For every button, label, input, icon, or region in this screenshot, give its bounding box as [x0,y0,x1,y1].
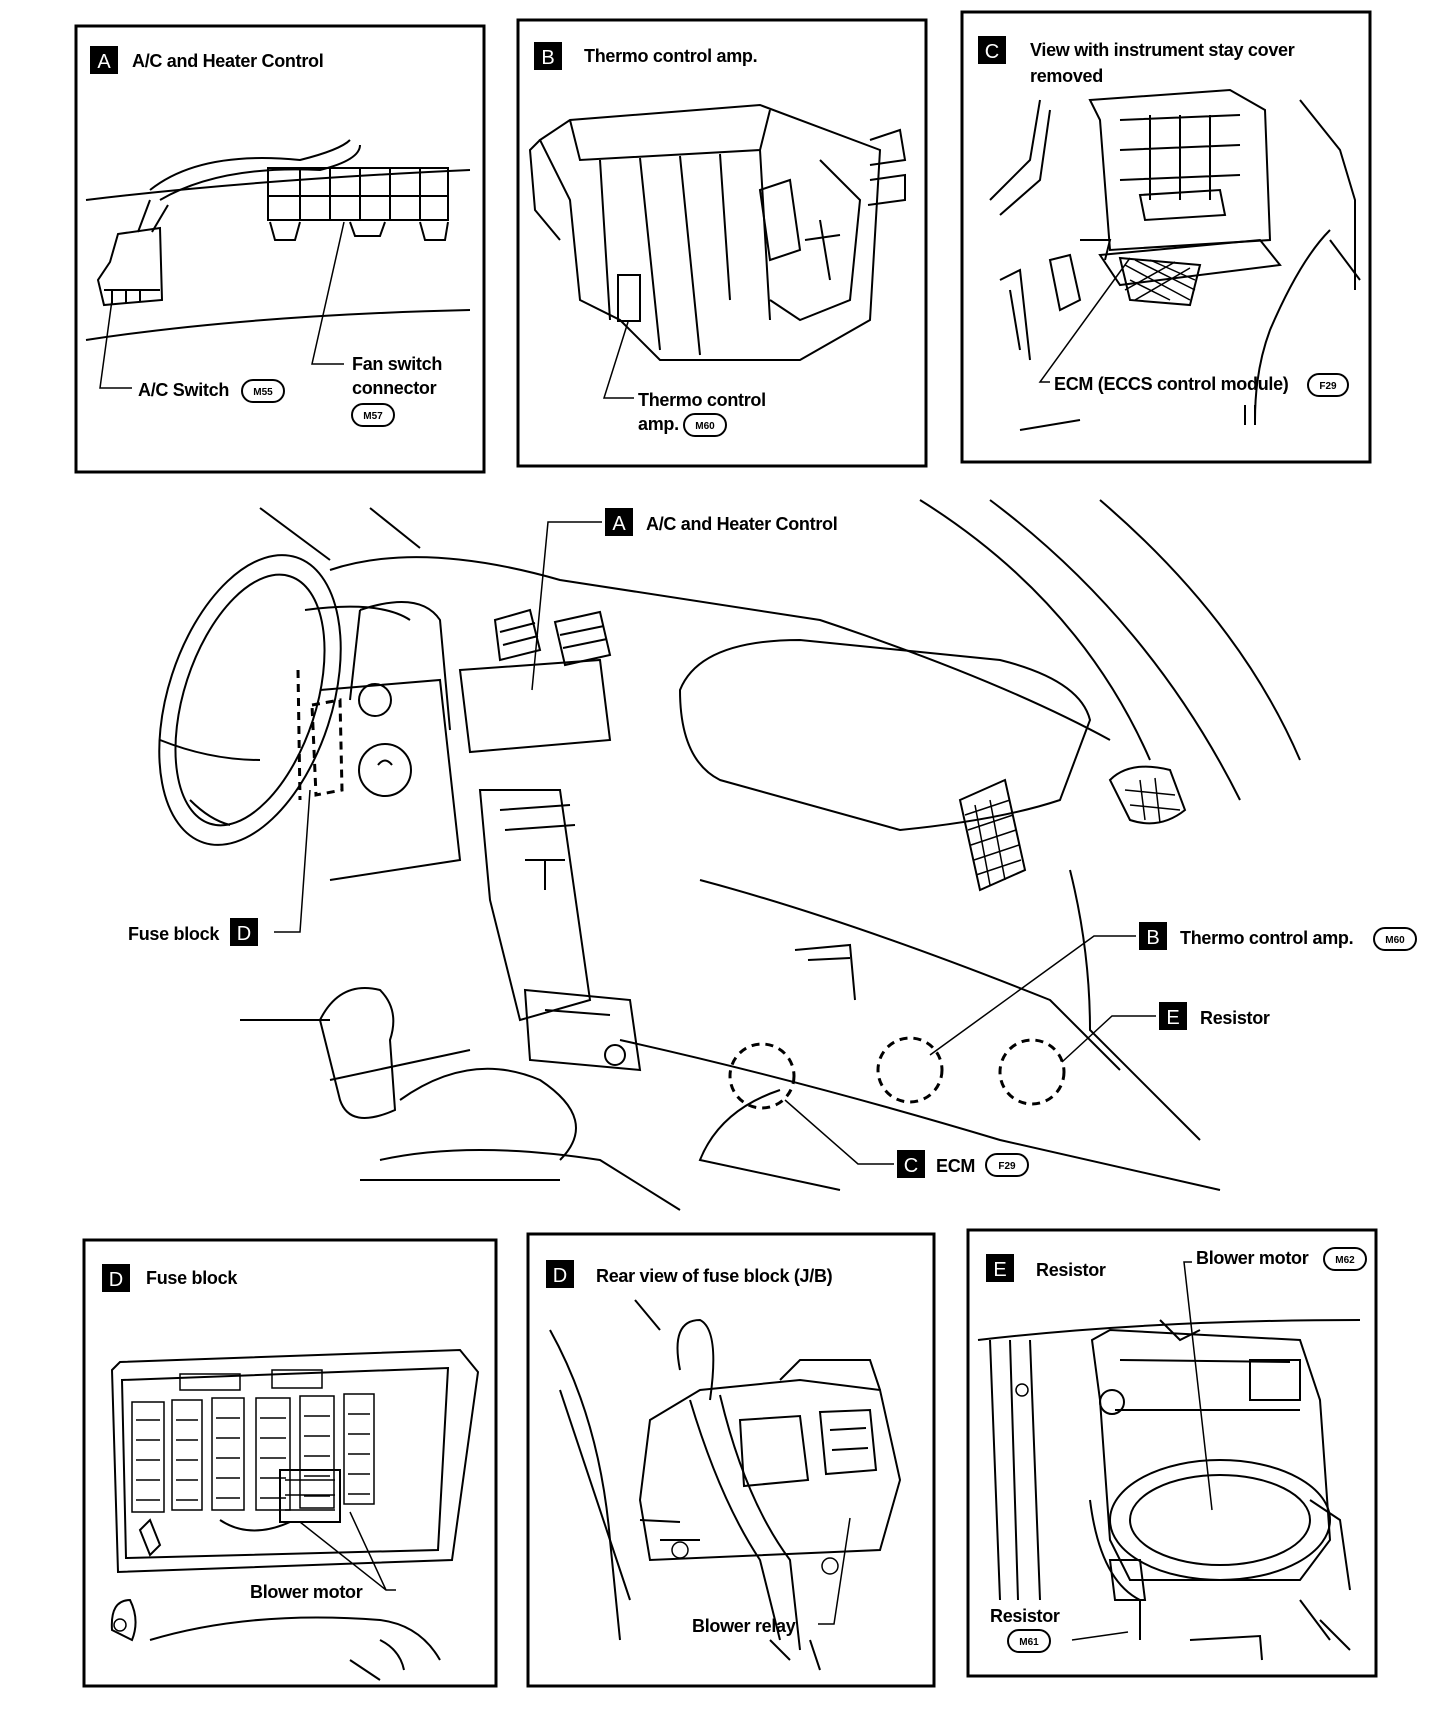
panel-a-badge [90,46,118,74]
panel-e-motor-label: Blower motor [1196,1248,1309,1268]
thermo-amp-connector: M60 [695,421,715,432]
panel-c: C View with instrument stay cover remove… [960,10,1372,464]
main-labels: A A/C and Heater Control Fuse block D B … [128,508,1417,1178]
main-thermo-letter: B [1146,927,1159,949]
panel-c-frame [960,10,1372,464]
main-thermo-leader [929,935,1136,1056]
fuse-block-edge [296,669,302,801]
ac-switch-label: A/C Switch [138,380,229,400]
ecm-leader [1038,257,1131,383]
panel-d1-title: Fuse block [146,1268,238,1288]
thermo-amp-location-circle [876,1036,944,1104]
panel-a-letter: A [97,51,111,73]
ecm-connector-badge [1307,373,1349,397]
panel-d2-letter: D [553,1265,567,1287]
dashboard-illustration [158,499,1301,1211]
main-ecm-connector: F29 [998,1161,1016,1172]
thermo-amp-label-line1: Thermo control [638,390,766,410]
panel-b-title: Thermo control amp. [584,46,757,66]
blower-motor-e-leader [1183,1261,1213,1511]
panel-d2-badge [546,1260,574,1288]
main-resistor-label: Resistor [1200,1008,1270,1028]
fuse-block-outline [310,698,344,797]
main-ac-label: A/C and Heater Control [646,514,837,534]
resistor-e-leader [1071,1631,1129,1641]
fan-switch-connector: M57 [363,411,383,422]
panel-e-badge [986,1254,1014,1282]
ac-switch-leader [99,299,132,389]
panel-e-title: Resistor [1036,1260,1106,1280]
panel-e-resistor-connector: M61 [1019,1637,1039,1648]
thermo-amp-label-line2: amp. [638,414,679,434]
panel-c-letter: C [985,41,999,63]
fan-switch-leader [311,221,345,365]
ecm-location-circle [728,1042,796,1110]
panel-e-resistor-connector-badge [1007,1629,1051,1653]
main-resistor-leader [1061,1015,1156,1063]
ac-switch-connector: M55 [253,387,273,398]
fuse-block-illustration [110,1348,480,1681]
panel-d1-letter: D [109,1269,123,1291]
main-fuse-badge [230,918,258,946]
panel-e-motor-connector: M62 [1335,1255,1355,1266]
panel-d2-frame [526,1232,936,1688]
panel-d1-blower-label: Blower motor [250,1582,363,1602]
fan-switch-label-line1: Fan switch [352,354,442,374]
blower-motor-leader [299,1511,396,1591]
panel-b-badge [534,42,562,70]
panel-d2-title: Rear view of fuse block (J/B) [596,1266,833,1286]
main-resistor-letter: E [1166,1007,1179,1029]
panel-e-frame [966,1228,1378,1678]
panel-a-title: A/C and Heater Control [132,51,323,71]
ac-switch-connector-badge [241,379,285,403]
main-thermo-connector-badge [1373,927,1417,951]
main-ecm-letter: C [904,1155,918,1177]
main-ecm-label: ECM [936,1156,975,1176]
panel-d-fuse-block: D Fuse block [82,1238,498,1688]
panel-d-rear-view: D Rear view of fuse block (J/B) Blower r… [526,1232,936,1688]
main-fuse-label: Fuse block [128,924,220,944]
panel-c-title-line1: View with instrument stay cover [1030,40,1295,60]
thermo-amp-leader [602,321,634,399]
panel-b: B Thermo control amp. Thermo control amp… [516,18,928,468]
panel-e-motor-connector-badge [1323,1247,1367,1271]
main-ac-leader [531,521,602,691]
fan-switch-label-line2: connector [352,378,437,398]
ecm-illustration [989,88,1361,431]
main-ecm-badge [897,1150,925,1178]
panel-b-frame [516,18,928,468]
resistor-location-circle [998,1038,1066,1106]
panel-c-badge [978,36,1006,64]
fan-switch-connector-badge [351,403,395,427]
thermo-control-amp-illustration [528,103,907,361]
resistor-blower-illustration [977,1319,1361,1661]
main-ac-letter: A [612,513,626,535]
thermo-amp-connector-badge [683,413,727,437]
main-thermo-connector: M60 [1385,935,1405,946]
main-fuse-leader [274,789,311,933]
ecm-connector: F29 [1319,381,1337,392]
panel-a-frame [74,24,486,474]
main-thermo-label: Thermo control amp. [1180,928,1353,948]
panel-d2-relay-label: Blower relay [692,1616,796,1636]
panel-c-title-line2: removed [1030,66,1103,86]
panel-e-resistor-label: Resistor [990,1606,1060,1626]
main-ac-badge [605,508,633,536]
main-resistor-badge [1159,1002,1187,1030]
panel-e-letter: E [993,1259,1006,1281]
fuse-rows [131,1393,375,1513]
panel-e: E Resistor Blower motor M62 Resistor M61 [966,1228,1378,1678]
main-thermo-badge [1139,922,1167,950]
junction-block-illustration [549,1299,902,1671]
main-fuse-letter: D [237,923,251,945]
main-ecm-connector-badge [985,1153,1029,1177]
ac-heater-control-illustration [85,139,471,341]
blower-relay-leader [818,1517,851,1625]
panel-b-letter: B [541,47,554,69]
ecm-label: ECM (ECCS control module) [1054,374,1289,394]
panel-a: A A/C and Heater Control A/C Switch M55 … [74,24,486,474]
panel-d1-badge [102,1264,130,1292]
main-ecm-leader [784,1099,894,1165]
